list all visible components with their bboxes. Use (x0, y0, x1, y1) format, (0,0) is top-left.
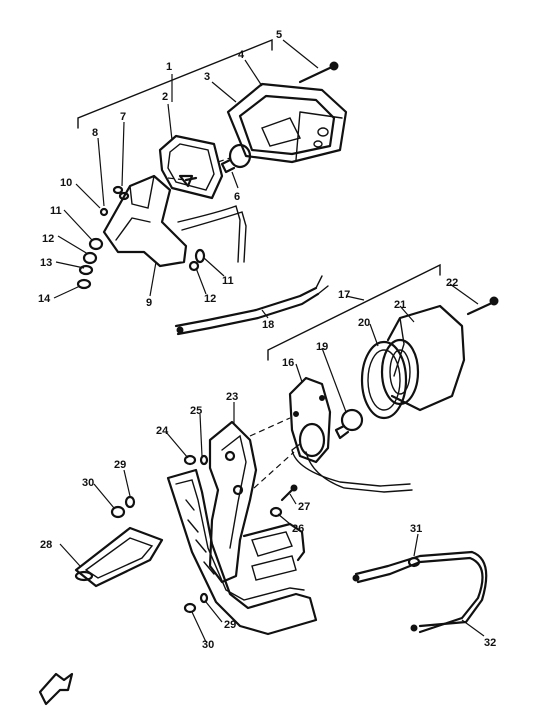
license-plate-frame-part (166, 468, 318, 636)
leader-lines (53, 39, 485, 643)
bulb-19-part (334, 408, 364, 440)
callout-18: 18 (262, 319, 274, 331)
callout-11b: 11 (222, 275, 234, 287)
wire-harness-18-part (174, 275, 329, 336)
callout-7: 7 (120, 111, 126, 123)
alignment-lines (167, 157, 295, 489)
fastener-stack-left (76, 185, 206, 290)
callout-23: 23 (226, 391, 238, 403)
socket-plate-part (288, 376, 413, 493)
callout-13: 13 (40, 257, 52, 269)
callout-16: 16 (282, 357, 294, 369)
callout-14: 14 (38, 293, 51, 305)
ring-gasket-part (360, 340, 408, 420)
callout-25: 25 (190, 405, 202, 417)
callout-19: 19 (316, 341, 328, 353)
fastener-set-lower (110, 454, 298, 614)
callout-1: 1 (166, 61, 172, 73)
callout-30a: 30 (82, 477, 94, 489)
group-bracket-17 (267, 263, 441, 361)
front-arrow-icon (38, 672, 74, 706)
callout-8: 8 (92, 127, 98, 139)
callout-30b: 30 (202, 639, 214, 651)
callout-11a: 11 (50, 205, 62, 217)
callout-2: 2 (162, 91, 168, 103)
callout-3: 3 (204, 71, 210, 83)
bulb-part (220, 143, 252, 174)
callout-12a: 12 (42, 233, 54, 245)
screw-5-part (298, 61, 339, 84)
callout-10: 10 (60, 177, 72, 189)
callout-32: 32 (484, 637, 496, 649)
callout-26: 26 (292, 523, 304, 535)
callout-20: 20 (358, 317, 370, 329)
taillight-bracket-part (102, 174, 247, 268)
callout-28: 28 (40, 539, 52, 551)
screw-22-part (466, 296, 499, 316)
callout-9: 9 (146, 297, 152, 309)
group-bracket-1 (77, 38, 273, 129)
callout-24: 24 (156, 425, 169, 437)
callout-29b: 29 (224, 619, 236, 631)
callout-31: 31 (410, 523, 422, 535)
license-bracket-part (208, 420, 258, 584)
callout-29a: 29 (114, 459, 126, 471)
callout-6: 6 (234, 191, 240, 203)
callout-17: 17 (338, 289, 350, 301)
callout-22: 22 (446, 277, 458, 289)
reflector-part (74, 526, 164, 588)
callout-5: 5 (276, 29, 282, 41)
callout-21: 21 (394, 299, 406, 311)
wire-lead-part (352, 550, 488, 634)
callout-27: 27 (298, 501, 310, 513)
gasket-part (158, 134, 224, 200)
taillight-lens-part (226, 82, 348, 164)
tail-housing-part (380, 304, 466, 412)
callout-4: 4 (238, 49, 245, 61)
callout-12b: 12 (204, 293, 216, 305)
